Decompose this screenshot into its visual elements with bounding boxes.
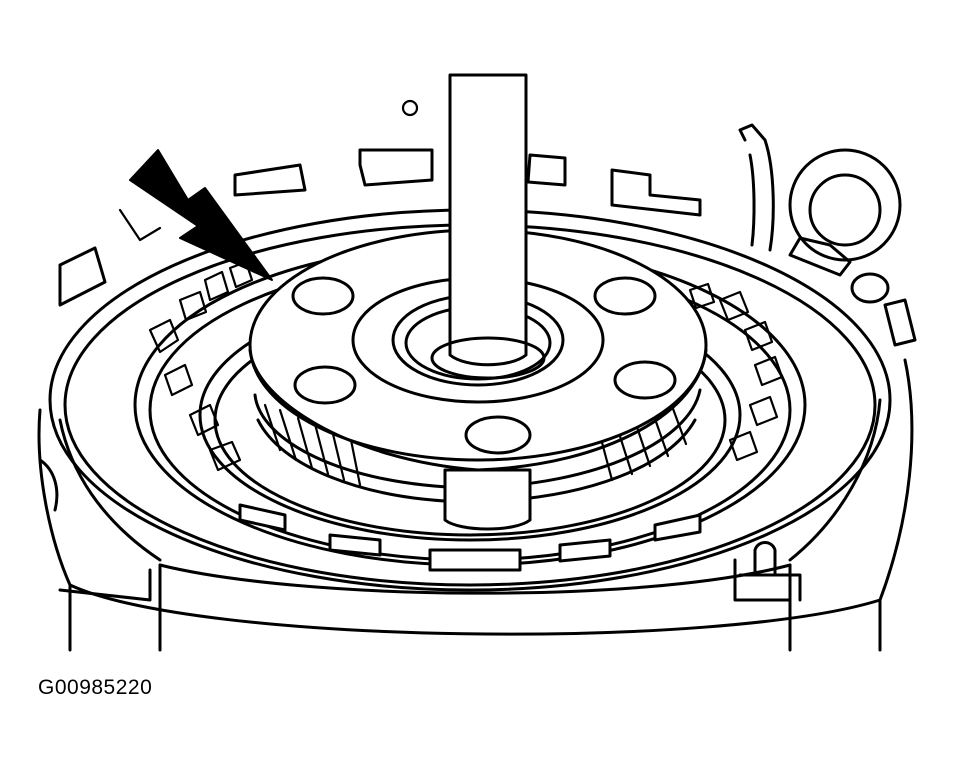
case-housing: [37, 358, 914, 652]
callout-arrow: [129, 149, 273, 281]
right-fittings: [401, 99, 902, 602]
bolt-hole: [593, 276, 657, 316]
bolt-hole: [613, 360, 677, 400]
input-shaft: [430, 73, 546, 380]
line-drawing: [37, 73, 917, 652]
hub-shaft: [443, 468, 532, 531]
bolt-hole: [293, 365, 357, 405]
figure-id-label: G00985220: [38, 676, 153, 699]
drum-lugs: [58, 148, 917, 347]
bolt-hole: [291, 276, 355, 316]
bolt-hole: [464, 415, 532, 455]
